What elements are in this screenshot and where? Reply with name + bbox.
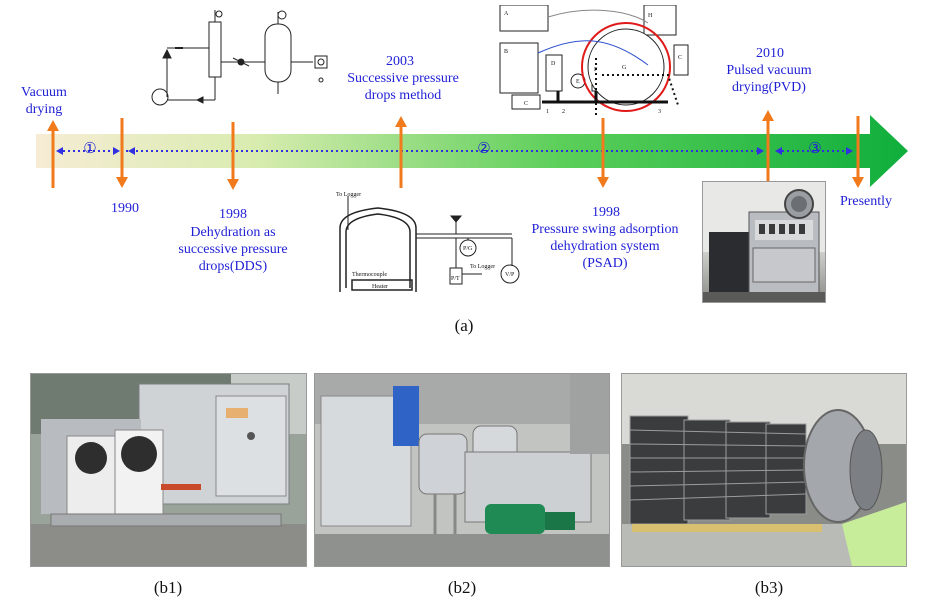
stage-2: ② xyxy=(477,141,491,157)
photo-b1-dryer xyxy=(30,373,307,567)
event-2003-year: 2003 xyxy=(386,54,414,69)
event-1998-dds-text: Dehydration as successive pressure drops… xyxy=(178,225,288,274)
psad-label-g: G xyxy=(622,65,627,71)
psad-label-c1: C xyxy=(524,101,528,107)
psad-label-a: A xyxy=(504,11,509,17)
s2003-thermocouple: Thermocouple xyxy=(352,272,387,278)
s2003-to-logger-1: To Logger xyxy=(336,192,361,198)
event-presently: Presently xyxy=(839,194,893,209)
stage-3: ③ xyxy=(808,141,822,157)
caption-a: (a) xyxy=(454,316,474,335)
s2003-vp: V/P xyxy=(505,272,515,278)
caption-b2: (b2) xyxy=(447,578,477,597)
photo-pvd-equipment xyxy=(702,181,826,303)
schematic-2003: To Logger Thermocouple Heater P/G To Log… xyxy=(336,192,520,292)
psad-num-2: 2 xyxy=(562,109,565,115)
event-1998-dds-year: 1998 xyxy=(219,207,247,222)
s2003-pt: P/T xyxy=(451,276,460,282)
psad-label-f: F xyxy=(594,67,598,73)
event-2010-year: 2010 xyxy=(756,46,784,61)
psad-num-1: 1 xyxy=(546,109,549,115)
event-vacuum-drying: Vacuum drying xyxy=(21,85,67,117)
event-1990-year: 1990 xyxy=(111,201,139,216)
event-1998-psad-text: Pressure swing adsorption dehydration sy… xyxy=(531,222,679,271)
photo-b2-dryer xyxy=(314,373,610,567)
psad-label-d: D xyxy=(551,61,556,67)
s2003-heater: Heater xyxy=(372,284,388,290)
event-2003-text: Successive pressure drops method xyxy=(347,71,459,103)
psad-num-3: 3 xyxy=(658,109,661,115)
caption-b3: (b3) xyxy=(754,578,784,597)
stage-1: ① xyxy=(83,141,97,157)
caption-b1: (b1) xyxy=(153,578,183,597)
psad-label-b: B xyxy=(504,49,508,55)
s2003-pg: P/G xyxy=(463,246,473,252)
schematic-psad: A B C D E F G H C 1 2 3 xyxy=(499,5,689,115)
s2003-to-logger-2: To Logger xyxy=(470,264,495,270)
event-1998-psad-year: 1998 xyxy=(592,205,620,220)
psad-label-e: E xyxy=(576,79,580,85)
photo-b3-dryer xyxy=(621,373,907,567)
psad-label-c2: C xyxy=(678,55,682,61)
event-2010-text: Pulsed vacuum drying(PVD) xyxy=(726,63,812,95)
schematic-dds xyxy=(151,10,328,106)
psad-label-h: H xyxy=(648,13,653,19)
